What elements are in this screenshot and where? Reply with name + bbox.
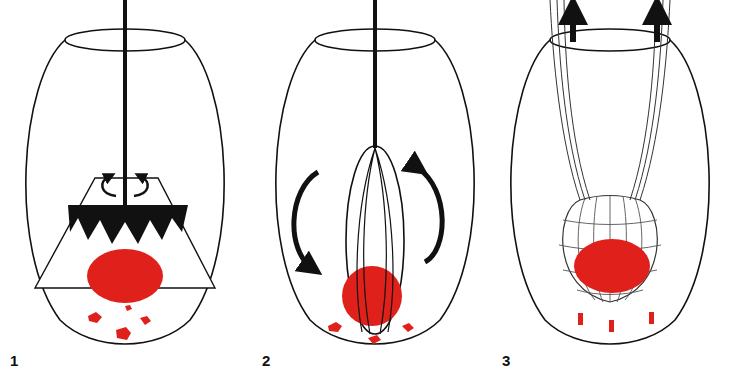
panel-number: 2 [262,352,270,369]
panel-one [26,0,224,344]
panel-number: 1 [10,352,18,369]
panel-three [511,0,709,344]
panel-two [276,0,474,344]
panel-number: 3 [502,352,510,369]
